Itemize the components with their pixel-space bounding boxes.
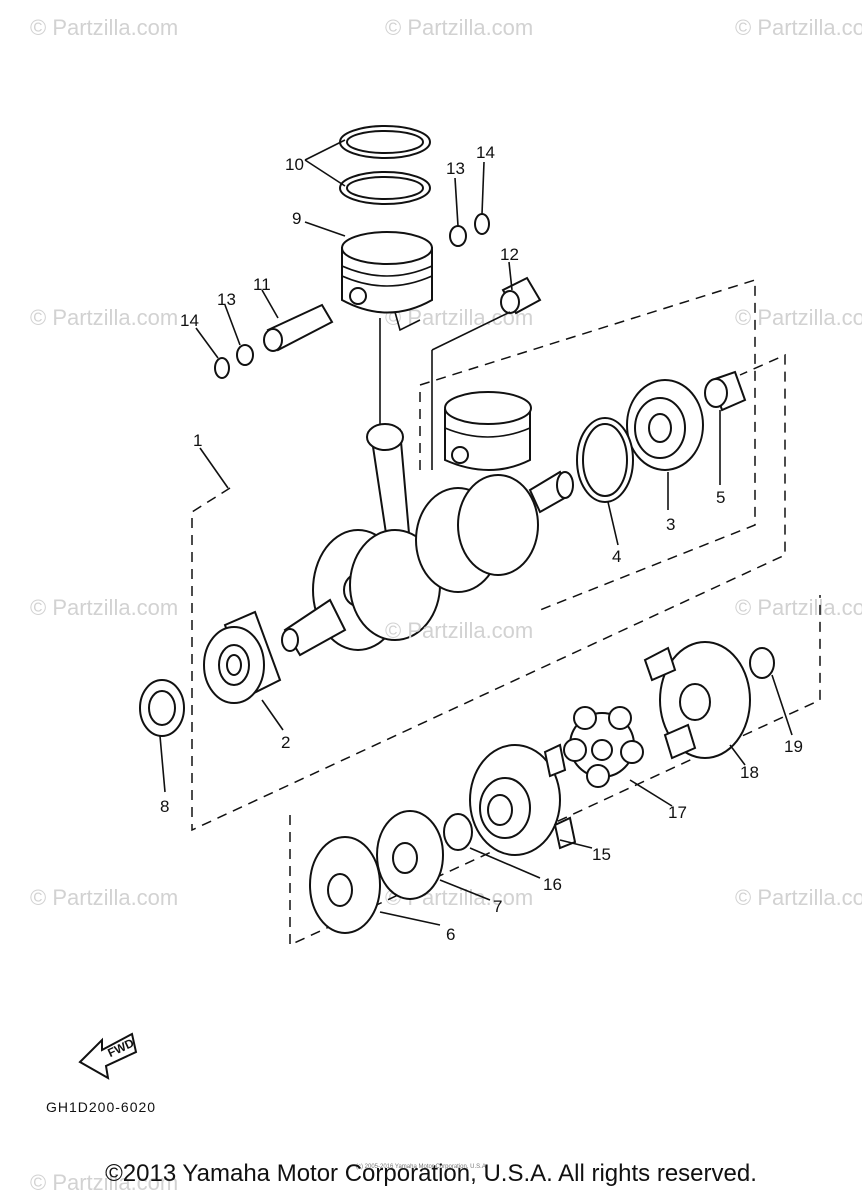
callout-12: 12 <box>500 245 519 264</box>
clip-14-left <box>214 357 230 379</box>
washer-19 <box>749 647 775 679</box>
watermark: © Partzilla.com <box>735 305 862 330</box>
callout-14: 14 <box>476 143 495 162</box>
small-copyright: (c) 2005-2016 Yamaha Motor Corporation, … <box>356 1164 488 1170</box>
callout-9: 9 <box>292 209 301 228</box>
collar <box>704 370 747 412</box>
assembly-boundary-piston <box>419 278 756 611</box>
bearing-right <box>626 379 704 471</box>
callout-18: 18 <box>740 763 759 782</box>
coupling-hub <box>643 641 751 760</box>
piston-pin <box>263 303 334 352</box>
plate-6 <box>309 836 381 934</box>
watermark: © Partzilla.com <box>735 15 862 40</box>
callout-11: 11 <box>253 275 271 294</box>
callout-19: 19 <box>784 737 803 756</box>
circlip <box>576 417 634 503</box>
fwd-arrow-icon: FWD <box>78 1032 138 1080</box>
assembly-boundary-coupling <box>289 595 821 947</box>
oil-seal <box>139 679 185 737</box>
watermark: © Partzilla.com <box>30 15 178 40</box>
assembly-boundary-crank <box>191 353 786 832</box>
watermark: © Partzilla.com <box>385 15 533 40</box>
callout-4: 4 <box>612 547 621 566</box>
piston <box>341 231 433 332</box>
bearing-left <box>203 610 282 704</box>
callout-2: 2 <box>281 733 290 752</box>
watermark: © Partzilla.com <box>30 1170 178 1195</box>
callouts: 10 9 13 14 11 13 14 12 1 3 5 4 2 8 6 7 1… <box>160 143 803 944</box>
copyright-notice: ©2013 Yamaha Motor Corporation, U.S.A. A… <box>105 1160 757 1187</box>
watermark: © Partzilla.com <box>735 595 862 620</box>
callout-15: 15 <box>592 845 611 864</box>
callout-1: 1 <box>193 431 202 450</box>
piston-rings <box>339 125 431 205</box>
washer-13-left <box>236 344 254 366</box>
callout-10: 10 <box>285 155 304 174</box>
leader-lines <box>159 139 793 926</box>
needle-bearing <box>500 276 542 315</box>
watermark: © Partzilla.com <box>30 305 178 330</box>
callout-7: 7 <box>493 897 502 916</box>
callout-13: 13 <box>446 159 465 178</box>
callout-14: 14 <box>180 311 199 330</box>
washer-13-right <box>449 225 467 247</box>
callout-3: 3 <box>666 515 675 534</box>
callout-8: 8 <box>160 797 169 816</box>
plate-7 <box>376 810 444 900</box>
o-ring <box>443 813 473 851</box>
coupling <box>469 743 577 856</box>
callout-6: 6 <box>446 925 455 944</box>
callout-16: 16 <box>543 875 562 894</box>
watermark: © Partzilla.com <box>735 885 862 910</box>
callout-13: 13 <box>217 290 236 309</box>
watermark-center: © Partzilla.com <box>385 618 533 643</box>
damper <box>563 706 644 788</box>
callout-5: 5 <box>716 488 725 507</box>
watermark: © Partzilla.com <box>30 595 178 620</box>
watermark-layer: © Partzilla.com © Partzilla.com © Partzi… <box>30 15 862 1195</box>
clip-14-right <box>474 213 490 235</box>
watermark: © Partzilla.com <box>30 885 178 910</box>
crankshaft-assembly <box>281 391 574 657</box>
callout-17: 17 <box>668 803 687 822</box>
diagram-code: GH1D200-6020 <box>46 1099 156 1115</box>
